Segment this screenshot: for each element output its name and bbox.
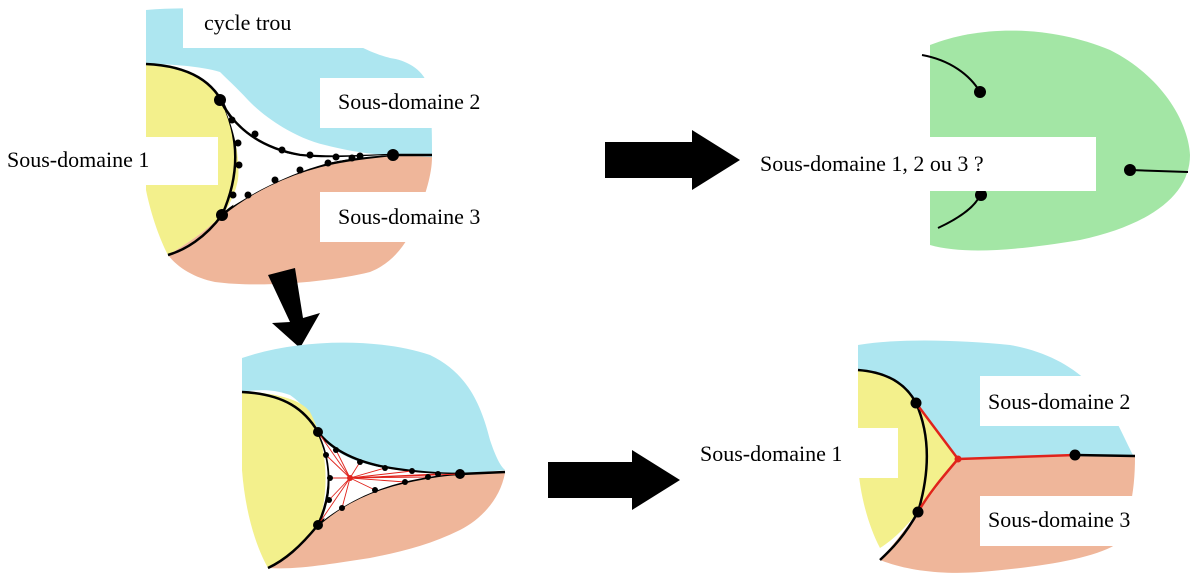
vertex-minor xyxy=(327,475,333,481)
label-box xyxy=(980,376,1191,426)
vertex-minor xyxy=(234,139,242,147)
label-box xyxy=(320,78,538,128)
subdomain-3-label: Sous-domaine 3 xyxy=(338,204,480,229)
region-subdomain-3 xyxy=(168,155,432,285)
vertex-major xyxy=(910,397,922,409)
boundary-sub1-arc xyxy=(145,62,237,257)
label-box xyxy=(742,137,1096,191)
arrow-right-top xyxy=(605,130,740,190)
panel-unknown-region: Sous-domaine 1, 2 ou 3 ? xyxy=(742,30,1190,251)
label-box xyxy=(980,496,1191,546)
region-subdomain-1 xyxy=(242,392,326,568)
vertex-minor xyxy=(402,479,408,485)
subdomain-2-label: Sous-domaine 2 xyxy=(988,389,1130,414)
steiner-vertex xyxy=(347,475,353,481)
vertex-minor xyxy=(425,474,431,480)
vertex-minor xyxy=(382,465,388,471)
vertex-major xyxy=(216,209,228,221)
boundary-sub2-sub3 xyxy=(1074,453,1136,458)
vertex-minor xyxy=(244,191,252,199)
label-box xyxy=(183,0,368,48)
cut-edge-red-1 xyxy=(915,402,959,460)
panel-triangulated-hole xyxy=(241,342,506,570)
vertex-minor xyxy=(348,154,356,162)
vertex-major xyxy=(455,469,465,479)
vertex-minor xyxy=(306,151,314,159)
vertex-minor xyxy=(333,447,339,453)
arrow-right-bottom xyxy=(548,450,680,510)
vertex-minor xyxy=(271,176,279,184)
region-subdomain-1 xyxy=(858,370,958,548)
vertex-minor xyxy=(235,161,243,169)
vertex-minor xyxy=(323,452,329,458)
cut-edge-red-3 xyxy=(957,453,1076,461)
vertex-minor xyxy=(326,497,332,503)
vertex-minor xyxy=(228,116,236,124)
vertex-minor xyxy=(251,130,259,138)
question-label: Sous-domaine 1, 2 ou 3 ? xyxy=(760,151,984,176)
subdomain-2-label: Sous-domaine 2 xyxy=(338,89,480,114)
vertex-minor xyxy=(296,166,304,174)
hole-interior xyxy=(320,436,456,520)
region-subdomain-2 xyxy=(242,342,505,474)
vertex-minor xyxy=(435,471,441,477)
vertex-major xyxy=(313,427,323,437)
subdomain-1-label: Sous-domaine 1 xyxy=(7,147,149,172)
label-box xyxy=(690,428,898,478)
triangulation-fan xyxy=(317,431,461,526)
arrow-down-left xyxy=(268,268,320,348)
vertex-minor xyxy=(339,505,345,511)
steiner-vertex xyxy=(954,455,962,463)
boundary-sub1-arc xyxy=(857,368,929,561)
vertex-major xyxy=(975,189,987,201)
vertex-major xyxy=(1069,449,1081,461)
vertex-major xyxy=(387,149,399,161)
vertex-minor xyxy=(356,152,364,160)
vertex-major xyxy=(912,506,924,518)
vertex-minor xyxy=(332,153,340,161)
vertex-minor xyxy=(229,191,237,199)
cut-edge-right xyxy=(1129,169,1189,173)
subdomain-3-label: Sous-domaine 3 xyxy=(988,507,1130,532)
label-box xyxy=(320,192,538,242)
vertex-minor xyxy=(324,159,332,167)
panel-original-mesh: cycle trou Sous-domaine 1 Sous-domaine 2… xyxy=(0,0,538,285)
subdomain-1-label: Sous-domaine 1 xyxy=(700,441,842,466)
hole-cycle-label: cycle trou xyxy=(204,10,291,35)
vertex-major xyxy=(313,520,323,530)
vertex-major xyxy=(974,86,986,98)
hole-interior xyxy=(226,112,390,206)
region-subdomain-3 xyxy=(268,473,505,569)
boundary-sub1-arc xyxy=(241,390,331,570)
label-box xyxy=(0,137,218,185)
boundary-sub2-sub3 xyxy=(459,470,506,476)
vertex-minor xyxy=(409,468,415,474)
vertex-major xyxy=(214,94,226,106)
panel-result: Sous-domaine 1 Sous-domaine 2 Sous-domai… xyxy=(690,340,1191,573)
vertex-major xyxy=(1124,164,1136,176)
vertex-minor xyxy=(357,459,363,465)
vertex-minor xyxy=(372,487,378,493)
vertex-minor xyxy=(278,146,286,154)
